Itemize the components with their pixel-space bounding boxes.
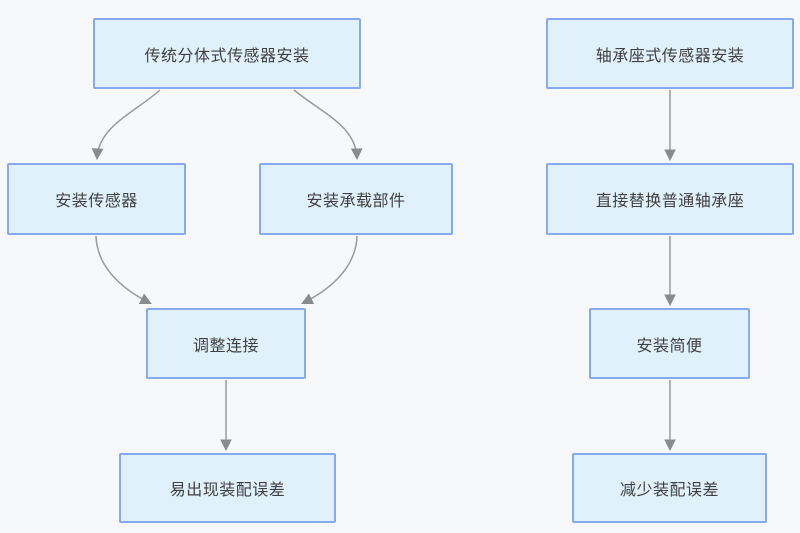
node-bearing-seat-install: 轴承座式传感器安装 [546, 18, 794, 89]
node-replace-plain-bearing-seat: 直接替换普通轴承座 [546, 163, 794, 235]
node-label: 减少装配误差 [619, 482, 719, 499]
node-easy-installation: 安装简便 [589, 308, 750, 379]
node-label: 轴承座式传感器安装 [595, 47, 745, 65]
edge-traditional-to-install-load-parts [293, 89, 357, 158]
node-adjust-connection: 调整连接 [146, 308, 306, 379]
node-reduced-assembly-error: 减少装配误差 [572, 453, 767, 523]
node-install-sensor: 安装传感器 [7, 163, 186, 235]
node-install-load-parts: 安装承载部件 [259, 163, 453, 235]
node-assembly-error-prone: 易出现装配误差 [119, 453, 336, 523]
node-label: 易出现装配误差 [169, 482, 286, 499]
node-label: 调整连接 [192, 337, 259, 355]
edge-install-load-parts-to-adjust [303, 235, 358, 303]
node-label: 传统分体式传感器安装 [144, 47, 310, 65]
edge-install-sensor-to-adjust [95, 235, 150, 303]
node-label: 安装传感器 [55, 193, 138, 210]
node-label: 安装简便 [636, 337, 703, 355]
node-traditional-split-install: 传统分体式传感器安装 [93, 18, 361, 89]
edge-traditional-to-install-sensor [97, 89, 161, 158]
node-label: 直接替换普通轴承座 [595, 193, 745, 210]
node-label: 安装承载部件 [306, 193, 406, 210]
